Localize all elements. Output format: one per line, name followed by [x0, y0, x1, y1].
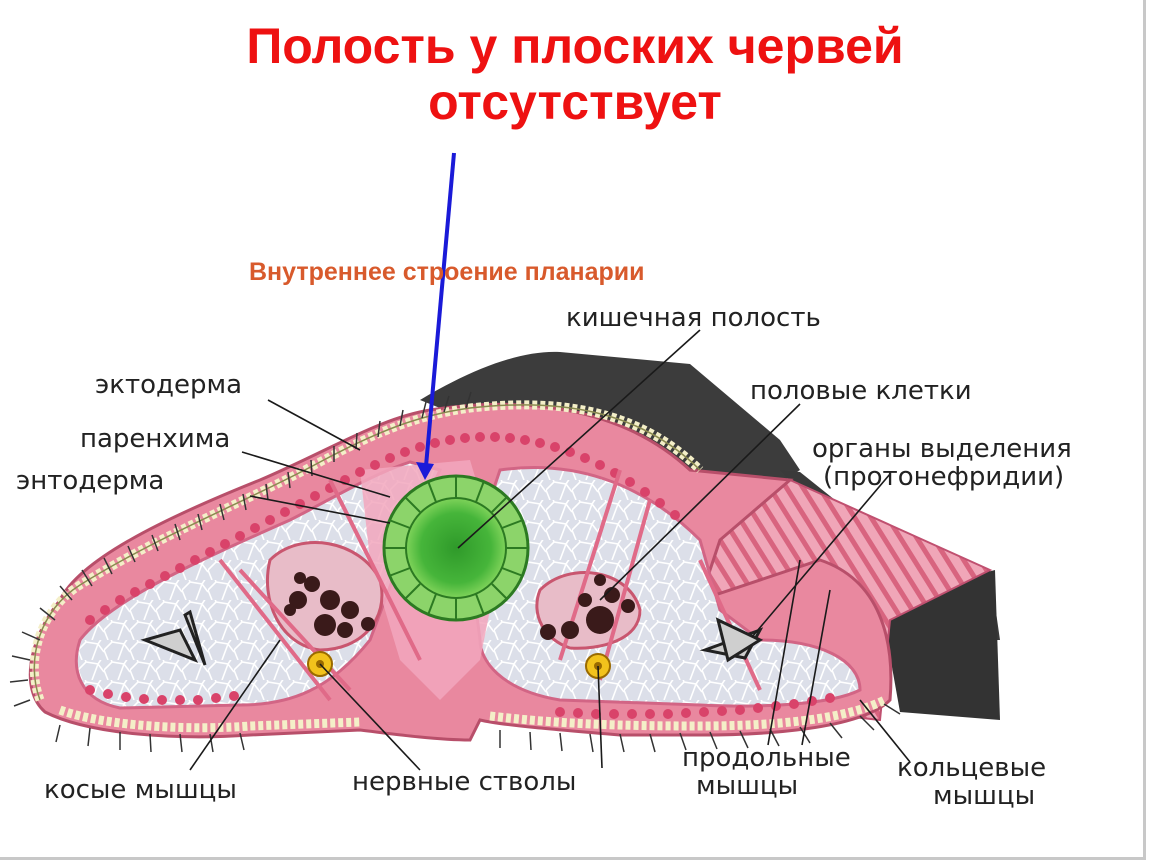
protonephridia — [140, 609, 764, 666]
label-parenchyma: паренхима — [80, 424, 231, 454]
intestine — [382, 474, 530, 622]
diagram-subtitle: Внутреннее строение планарии — [249, 258, 645, 286]
label-ring-muscles-line1: кольцевые — [897, 753, 1047, 783]
label-longitudinal-muscles-line1: продольные — [682, 743, 851, 773]
surface-cilia — [9, 391, 901, 753]
title-line-1: Полость у плоских червей — [246, 18, 904, 74]
label-excretory-organs-line1: органы выделения — [812, 434, 1072, 464]
sex-cells — [284, 572, 635, 640]
label-longitudinal-muscles-line2: мышцы — [696, 771, 799, 801]
pointer-arrow — [416, 152, 456, 480]
label-endoderm: энтодерма — [16, 466, 165, 496]
label-nerve-trunks: нервные стволы — [352, 767, 577, 797]
label-ring-muscles-line2: мышцы — [933, 781, 1036, 811]
label-excretory-organs-line2: (протонефридии) — [823, 462, 1065, 492]
title-line-2: отсутствует — [428, 74, 722, 130]
label-oblique-muscles: косые мышцы — [44, 775, 237, 805]
leader-lines — [189, 329, 911, 771]
label-sex-cells: половые клетки — [750, 376, 972, 406]
label-intestinal-cavity: кишечная полость — [566, 303, 821, 333]
label-ectoderm: эктодерма — [95, 370, 243, 400]
